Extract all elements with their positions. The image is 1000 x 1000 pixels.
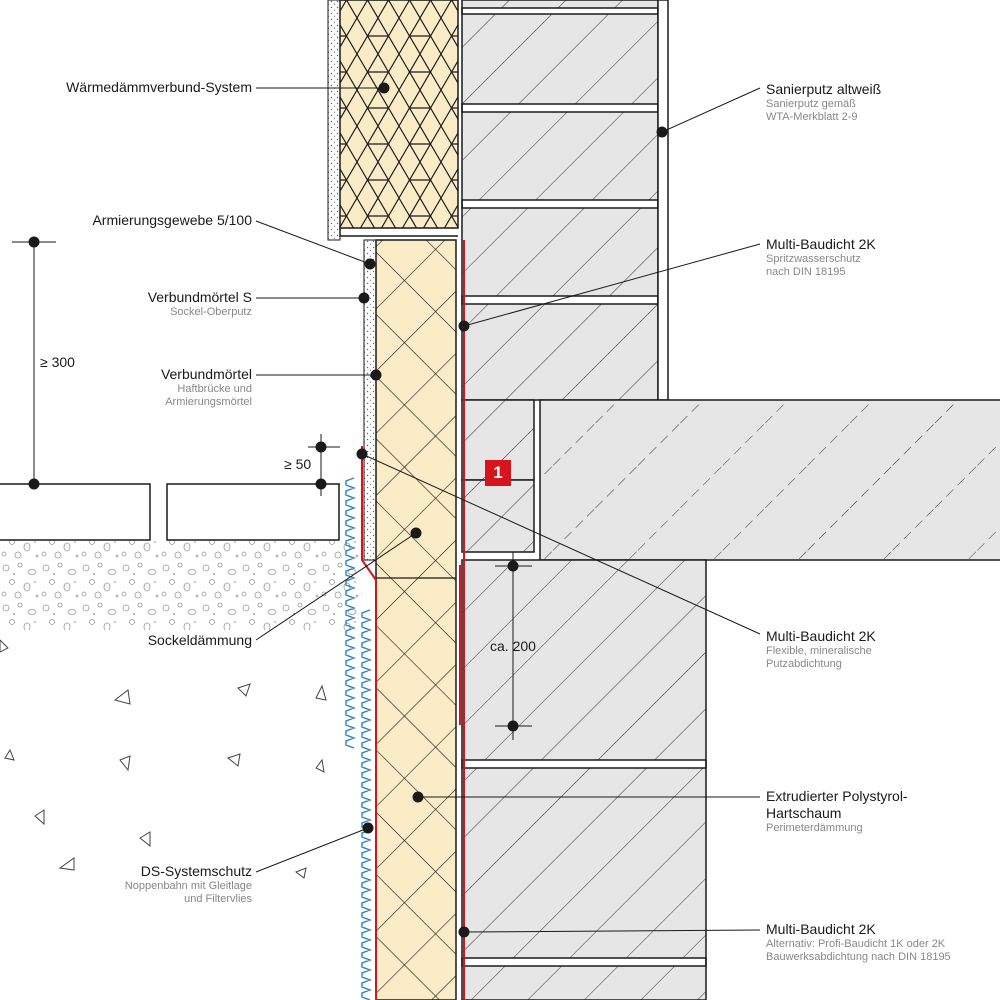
label-xps: Extrudierter Polystyrol- Hartschaum Peri… — [766, 788, 908, 835]
plinth-insulation — [363, 239, 457, 1000]
label-verbundmoertel-s: Verbundmörtel S Sockel-Oberputz — [148, 289, 252, 319]
sealing-lines — [361, 240, 465, 1000]
paving-slabs — [0, 483, 340, 541]
label-multi-baudicht-2-title: Multi-Baudicht 2K — [766, 628, 876, 644]
label-verbundmoertel-s-sub: Sockel-Oberputz — [170, 306, 252, 318]
label-sanierputz-title: Sanierputz altweiß — [766, 81, 882, 97]
label-ds-systemschutz-title: DS-Systemschutz — [140, 863, 252, 879]
label-sanierputz-sub1: Sanierputz gemäß — [766, 98, 856, 110]
label-sanierputz-sub2: WTA-Merkblatt 2-9 — [766, 111, 858, 123]
label-multi-baudicht-1-sub1: Spritzwasserschutz — [766, 253, 861, 265]
label-verbundmoertel-sub1: Haftbrücke und — [177, 383, 252, 395]
label-sockeldaemmung: Sockeldämmung — [148, 632, 252, 649]
soil — [0, 540, 362, 879]
label-multi-baudicht-1: Multi-Baudicht 2K Spritzwasserschutz nac… — [766, 236, 876, 279]
dimension-300: ≥ 300 — [40, 354, 75, 370]
ceiling-slab — [461, 399, 1000, 561]
label-xps-title1: Extrudierter Polystyrol- — [766, 788, 908, 804]
label-armierungsgewebe: Armierungsgewebe 5/100 — [92, 212, 252, 229]
wdvs-insulation — [327, 0, 459, 241]
label-multi-baudicht-3-sub2: Bauwerksabdichtung nach DIN 18195 — [766, 951, 951, 963]
label-ds-systemschutz-sub1: Noppenbahn mit Gleitlage — [124, 880, 252, 892]
label-multi-baudicht-3-sub1: Alternativ: Profi-Baudicht 1K oder 2K — [766, 938, 946, 950]
label-verbundmoertel: Verbundmörtel Haftbrücke und Armierungsm… — [161, 366, 252, 409]
basement-wall — [461, 559, 707, 1000]
label-sockeldaemmung-title: Sockeldämmung — [147, 632, 252, 648]
label-sanierputz: Sanierputz altweiß Sanierputz gemäß WTA-… — [766, 81, 881, 124]
label-verbundmoertel-s-title: Verbundmörtel S — [147, 289, 252, 305]
label-wdvs: Wärmedämmverbund-System — [66, 79, 252, 96]
label-armierungsgewebe-title: Armierungsgewebe 5/100 — [92, 212, 252, 228]
detail-badge: 1 — [485, 460, 511, 486]
label-verbundmoertel-sub2: Armierungsmörtel — [165, 396, 252, 408]
label-multi-baudicht-1-sub2: nach DIN 18195 — [766, 266, 846, 278]
label-ds-systemschutz-sub2: und Filtervlies — [184, 893, 252, 905]
label-multi-baudicht-2-sub1: Flexible, mineralische — [766, 645, 872, 657]
dimension-lines — [12, 236, 532, 740]
dimension-200: ca. 200 — [490, 638, 536, 654]
label-ds-systemschutz: DS-Systemschutz Noppenbahn mit Gleitlage… — [125, 863, 252, 906]
label-verbundmoertel-title: Verbundmörtel — [160, 366, 252, 382]
label-multi-baudicht-2: Multi-Baudicht 2K Flexible, mineralische… — [766, 628, 876, 671]
leader-lines — [255, 82, 761, 938]
dimension-50: ≥ 50 — [284, 456, 312, 472]
label-multi-baudicht-2-sub2: Putzabdichtung — [766, 658, 842, 670]
label-xps-title2: Hartschaum — [766, 805, 842, 821]
label-xps-sub: Perimeterdämmung — [766, 822, 863, 834]
label-multi-baudicht-1-title: Multi-Baudicht 2K — [766, 236, 876, 252]
dimpled-membrane — [345, 477, 372, 1000]
label-multi-baudicht-3-title: Multi-Baudicht 2K — [766, 921, 876, 937]
label-wdvs-title: Wärmedämmverbund-System — [66, 79, 252, 95]
upper-masonry-wall — [461, 0, 669, 401]
label-multi-baudicht-3: Multi-Baudicht 2K Alternativ: Profi-Baud… — [766, 921, 951, 964]
